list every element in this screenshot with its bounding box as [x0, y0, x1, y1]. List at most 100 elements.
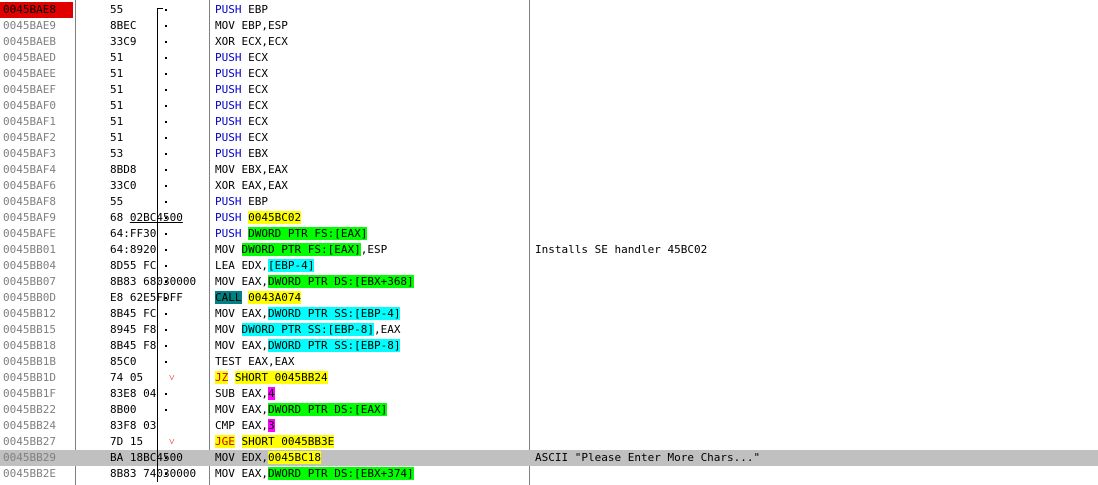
- instruction-row[interactable]: 0045BB1B 85C0 TEST EAX,EAX: [0, 354, 1098, 370]
- disassembly-cell[interactable]: XOR EAX,EAX: [215, 178, 527, 194]
- disassembly-cell[interactable]: PUSH EBX: [215, 146, 527, 162]
- address-cell[interactable]: 0045BAF6: [3, 179, 56, 192]
- address-cell[interactable]: 0045BAED: [3, 51, 56, 64]
- disassembly-cell[interactable]: MOV EAX,DWORD PTR DS:[EBX+368]: [215, 274, 527, 290]
- disassembly-cell[interactable]: XOR ECX,ECX: [215, 34, 527, 50]
- disassembly-cell[interactable]: PUSH 0045BC02: [215, 210, 527, 226]
- address-cell[interactable]: 0045BAF4: [3, 163, 56, 176]
- address-cell[interactable]: 0045BAF9: [3, 211, 56, 224]
- disassembly-cell[interactable]: CALL 0043A074: [215, 290, 527, 306]
- hex-dump-cell[interactable]: 8B83 68030000: [110, 275, 197, 288]
- instruction-row[interactable]: 0045BAE8 55 PUSH EBP: [0, 2, 1098, 19]
- hex-dump-cell[interactable]: 51: [110, 51, 124, 64]
- instruction-row[interactable]: 0045BAF0 51 PUSH ECX: [0, 98, 1098, 114]
- address-cell[interactable]: 0045BAFE: [3, 227, 56, 240]
- hex-dump-cell[interactable]: 83F8 03: [110, 419, 157, 432]
- disassembly-cell[interactable]: PUSH ECX: [215, 98, 527, 114]
- instruction-row[interactable]: 0045BB24 83F8 03 CMP EAX,3: [0, 418, 1098, 434]
- address-cell[interactable]: 0045BAEF: [3, 83, 56, 96]
- address-cell[interactable]: 0045BB24: [3, 419, 56, 432]
- address-cell[interactable]: 0045BB01: [3, 243, 56, 256]
- address-cell[interactable]: 0045BB0D: [3, 291, 56, 304]
- address-cell[interactable]: 0045BAEE: [3, 67, 56, 80]
- address-cell[interactable]: 0045BB12: [3, 307, 56, 320]
- disassembly-cell[interactable]: MOV DWORD PTR SS:[EBP-8],EAX: [215, 322, 527, 338]
- comment-cell[interactable]: Installs SE handler 45BC02: [535, 243, 708, 256]
- disassembly-cell[interactable]: PUSH EBP: [215, 194, 527, 210]
- hex-dump-cell[interactable]: 8BD8: [110, 163, 137, 176]
- instruction-row[interactable]: 0045BAF4 8BD8 MOV EBX,EAX: [0, 162, 1098, 178]
- hex-dump-cell[interactable]: 33C0: [110, 179, 137, 192]
- address-cell[interactable]: 0045BAF2: [3, 131, 56, 144]
- instruction-row[interactable]: 0045BAEE 51 PUSH ECX: [0, 66, 1098, 82]
- instruction-row[interactable]: 0045BB29 BA 18BC4500 MOV EDX,0045BC18 ASCII…: [0, 450, 1098, 466]
- hex-dump-cell[interactable]: 8945 F8: [110, 323, 157, 336]
- hex-dump-cell[interactable]: BA 18BC4500: [110, 451, 183, 464]
- disassembly-cell[interactable]: SUB EAX,4: [215, 386, 527, 402]
- instruction-row[interactable]: 0045BB07 8B83 68030000 MOV EAX,DWORD PTR D…: [0, 274, 1098, 290]
- disassembly-cell[interactable]: MOV EAX,DWORD PTR SS:[EBP-8]: [215, 338, 527, 354]
- address-cell[interactable]: 0045BAE8: [0, 2, 73, 18]
- hex-dump-cell[interactable]: 74 05: [110, 371, 144, 384]
- disassembly-cell[interactable]: CMP EAX,3: [215, 418, 527, 434]
- address-cell[interactable]: 0045BB22: [3, 403, 56, 416]
- hex-dump-cell[interactable]: 8D55 FC: [110, 259, 157, 272]
- disassembly-cell[interactable]: JZ SHORT 0045BB24: [215, 370, 527, 386]
- comment-cell[interactable]: ASCII "Please Enter More Chars...": [535, 451, 761, 464]
- disassembly-cell[interactable]: PUSH DWORD PTR FS:[EAX]: [215, 226, 527, 242]
- address-cell[interactable]: 0045BB15: [3, 323, 56, 336]
- disassembly-cell[interactable]: MOV EDX,0045BC18: [215, 450, 527, 466]
- address-cell[interactable]: 0045BB07: [3, 275, 56, 288]
- address-cell[interactable]: 0045BB1B: [3, 355, 56, 368]
- hex-dump-cell[interactable]: 68 02BC4500: [110, 211, 183, 224]
- hex-dump-cell[interactable]: 83E8 04: [110, 387, 157, 400]
- hex-dump-cell[interactable]: 51: [110, 131, 124, 144]
- hex-dump-cell[interactable]: 85C0: [110, 355, 137, 368]
- instruction-row[interactable]: 0045BB18 8B45 F8 MOV EAX,DWORD PTR SS:[EBP…: [0, 338, 1098, 354]
- disassembly-cell[interactable]: MOV EAX,DWORD PTR DS:[EAX]: [215, 402, 527, 418]
- disassembly-cell[interactable]: MOV DWORD PTR FS:[EAX],ESP: [215, 242, 527, 258]
- instruction-row[interactable]: 0045BAF9 68 02BC4500 PUSH 0045BC02: [0, 210, 1098, 226]
- disassembly-cell[interactable]: PUSH ECX: [215, 50, 527, 66]
- disassembly-cell[interactable]: PUSH ECX: [215, 66, 527, 82]
- address-cell[interactable]: 0045BB1D: [3, 371, 56, 384]
- hex-dump-cell[interactable]: 8B83 74030000: [110, 467, 197, 480]
- hex-dump-cell[interactable]: 8B00: [110, 403, 137, 416]
- hex-dump-cell[interactable]: 53: [110, 147, 124, 160]
- hex-dump-cell[interactable]: 55: [110, 3, 124, 16]
- disassembly-cell[interactable]: MOV EBX,EAX: [215, 162, 527, 178]
- address-cell[interactable]: 0045BB18: [3, 339, 56, 352]
- hex-dump-cell[interactable]: 8BEC: [110, 19, 137, 32]
- hex-dump-cell[interactable]: 51: [110, 115, 124, 128]
- instruction-row[interactable]: 0045BAF6 33C0 XOR EAX,EAX: [0, 178, 1098, 194]
- instruction-row[interactable]: 0045BAED 51 PUSH ECX: [0, 50, 1098, 66]
- hex-dump-cell[interactable]: 33C9: [110, 35, 137, 48]
- disassembly-cell[interactable]: TEST EAX,EAX: [215, 354, 527, 370]
- hex-dump-cell[interactable]: 51: [110, 99, 124, 112]
- disassembly-cell[interactable]: PUSH EBP: [215, 2, 527, 18]
- address-cell[interactable]: 0045BAF8: [3, 195, 56, 208]
- instruction-row[interactable]: 0045BB22 8B00 MOV EAX,DWORD PTR DS:[EAX]: [0, 402, 1098, 418]
- address-cell[interactable]: 0045BB04: [3, 259, 56, 272]
- address-cell[interactable]: 0045BB29: [3, 451, 56, 464]
- hex-dump-cell[interactable]: 51: [110, 83, 124, 96]
- disassembly-cell[interactable]: MOV EAX,DWORD PTR SS:[EBP-4]: [215, 306, 527, 322]
- disassembly-cell[interactable]: MOV EAX,DWORD PTR DS:[EBX+374]: [215, 466, 527, 482]
- address-cell[interactable]: 0045BAF0: [3, 99, 56, 112]
- hex-dump-cell[interactable]: E8 62E5FDFF: [110, 291, 183, 304]
- hex-dump-cell[interactable]: 51: [110, 67, 124, 80]
- hex-dump-cell[interactable]: 8B45 F8: [110, 339, 157, 352]
